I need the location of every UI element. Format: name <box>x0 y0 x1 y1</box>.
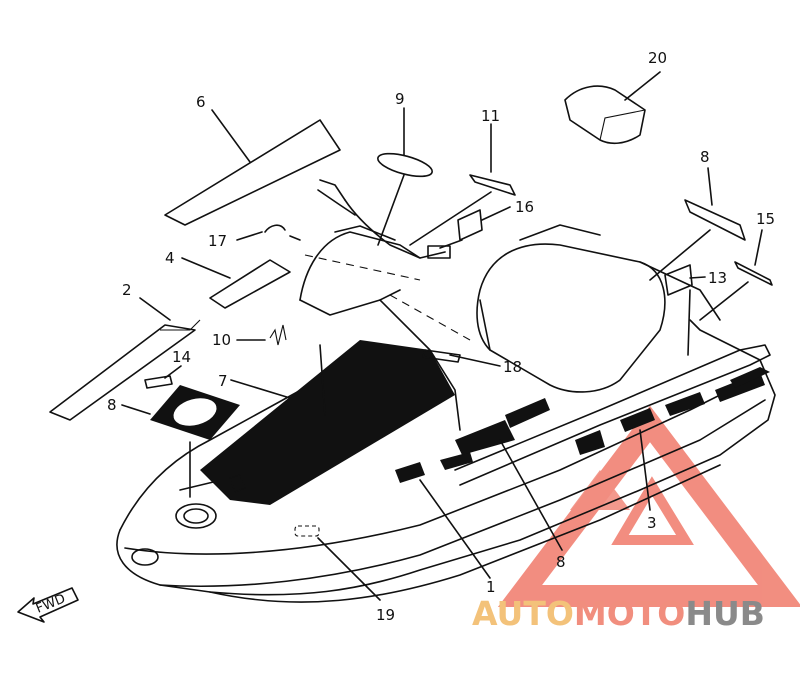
callout-11: 9 <box>395 90 405 108</box>
watermark-hub: HUB <box>685 594 765 633</box>
svg-text:AUTOMOTOHUB: AUTOMOTOHUB <box>472 594 765 633</box>
callout-15: 15 <box>756 210 775 228</box>
callout-8-right: 8 <box>556 553 566 571</box>
callout-6: 6 <box>196 93 206 111</box>
decal-11 <box>377 152 433 178</box>
callout-16: 16 <box>515 198 534 216</box>
callout-8-left: 8 <box>107 396 117 414</box>
callout-13: 13 <box>708 269 727 287</box>
decal-14 <box>144 375 173 389</box>
decal-4 <box>209 259 291 309</box>
callout-9: 8 <box>700 148 710 166</box>
callout-numbers: 20 6 9 11 8 16 15 17 4 13 2 10 14 18 7 8… <box>107 49 775 624</box>
callout-2: 2 <box>122 281 132 299</box>
leader-lines <box>121 71 763 601</box>
decal-2 <box>49 319 201 421</box>
decal-13 <box>664 264 693 296</box>
watermark-moto: MOTO <box>574 594 685 633</box>
callout-12: 11 <box>481 107 500 125</box>
callout-17: 17 <box>208 232 227 250</box>
decal-10-script <box>269 324 287 346</box>
decal-6 <box>164 119 341 226</box>
watermark-auto: AUTO <box>472 594 574 633</box>
watermark-text: AUTOMOTOHUB <box>472 594 765 633</box>
decal-8-badge <box>150 385 240 440</box>
decal-12 <box>469 174 516 196</box>
callout-7: 7 <box>218 372 228 390</box>
callout-1: 1 <box>486 578 496 596</box>
callout-3: 3 <box>647 514 657 532</box>
callout-4: 4 <box>165 249 175 267</box>
callout-20: 20 <box>648 49 667 67</box>
decal-15 <box>734 261 773 286</box>
decal-20-pad <box>564 85 646 145</box>
callout-19: 19 <box>376 606 395 624</box>
callout-14: 14 <box>172 348 191 366</box>
callout-18: 18 <box>503 358 522 376</box>
decal-18 <box>422 349 461 363</box>
callout-10: 10 <box>212 331 231 349</box>
decal-19 <box>294 525 320 537</box>
decal-9 <box>684 199 746 241</box>
decal-17 <box>264 224 286 233</box>
decal-16 <box>457 209 483 241</box>
forward-direction-arrow: FWD <box>17 587 79 623</box>
